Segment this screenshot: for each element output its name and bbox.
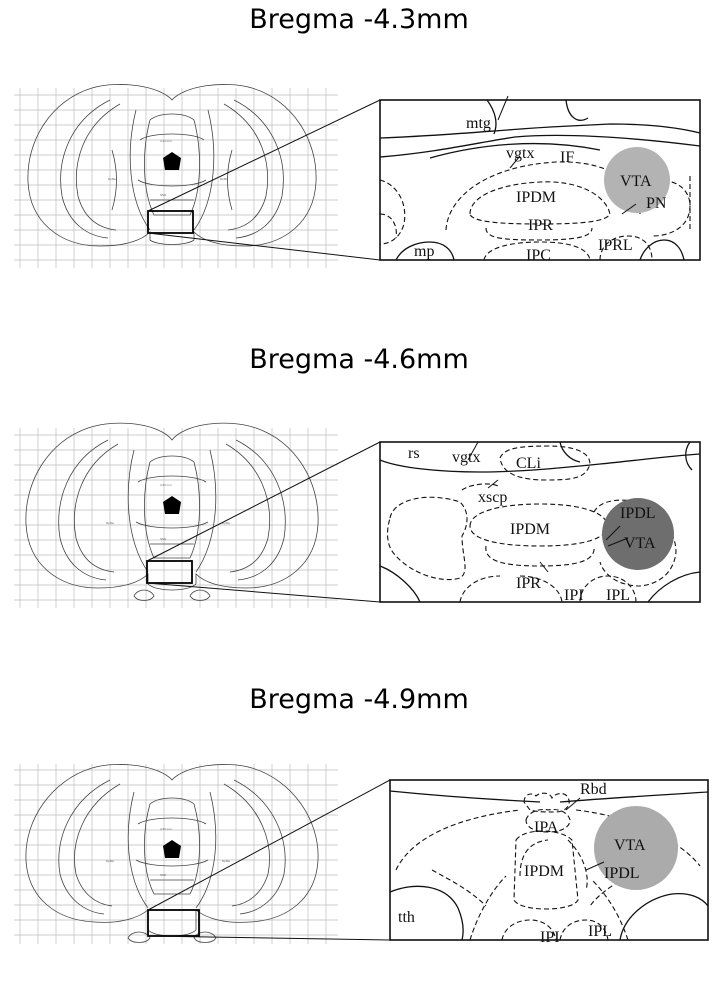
- region-label: IPDM: [516, 189, 556, 206]
- region-label: mtg: [466, 115, 491, 132]
- region-label: IPL: [606, 587, 630, 604]
- region-label: IPR: [516, 575, 541, 592]
- lesion-vta: [594, 806, 678, 890]
- aqueduct-marker: [163, 496, 181, 514]
- region-label: IPA: [534, 819, 559, 836]
- panel-bregma-4-3: Bregma -4.3mm: [0, 0, 718, 320]
- zoom-box: Rbd IPA VTA IPDM IPDL tth IPI IPL: [389, 779, 709, 946]
- atlas-grid: [14, 88, 338, 268]
- region-label: IF: [560, 149, 574, 166]
- panel-bregma-4-9: Bregma -4.9mm: [0, 680, 718, 1000]
- atlas-grid: [14, 428, 338, 608]
- region-label: IPC: [526, 247, 551, 264]
- aqueduct-marker: [163, 152, 181, 170]
- region-label: rs: [408, 445, 420, 462]
- region-label: VTA: [614, 837, 646, 854]
- svg-text:4.30 mm: 4.30 mm: [160, 139, 172, 143]
- lesion-vta: [604, 147, 670, 213]
- svg-text:DpMe: DpMe: [106, 521, 114, 525]
- region-label: PN: [646, 195, 667, 212]
- region-label: IPDL: [604, 865, 640, 882]
- svg-text:4.90 mm: 4.90 mm: [160, 827, 172, 831]
- inset-marker: [146, 560, 193, 584]
- svg-text:DpMe: DpMe: [108, 177, 116, 181]
- region-label: Rbd: [580, 781, 607, 798]
- region-label: IPDL: [620, 505, 656, 522]
- zoom-box: mtg vgtx IF VTA PN IPDM IPR IPRL mp IPC: [379, 95, 701, 264]
- region-label: IPI: [564, 587, 584, 604]
- region-label: vgtx: [506, 145, 534, 162]
- atlas-grid: [14, 764, 338, 944]
- svg-text:SNR: SNR: [160, 873, 167, 877]
- region-label: VTA: [620, 173, 652, 190]
- panel-title: Bregma -4.9mm: [249, 684, 469, 715]
- region-label: IPL: [588, 923, 612, 940]
- svg-text:DpMe: DpMe: [222, 521, 230, 525]
- region-label: IPI: [540, 929, 560, 946]
- region-label: CLi: [516, 455, 541, 472]
- region-label: IPDM: [524, 863, 564, 880]
- region-label: IPRL: [598, 237, 633, 254]
- svg-text:DpMe: DpMe: [106, 859, 114, 863]
- panel-title: Bregma -4.6mm: [249, 344, 469, 375]
- inset-marker: [147, 909, 200, 937]
- svg-text:SNR: SNR: [160, 537, 167, 541]
- svg-text:4.60 mm: 4.60 mm: [160, 483, 172, 487]
- panel-bregma-4-6: Bregma -4.6mm: [0, 340, 718, 660]
- aqueduct-marker: [163, 840, 181, 858]
- region-label: mp: [414, 243, 434, 260]
- lesion-vta: [602, 498, 674, 570]
- zoom-box: rs vgtx CLi xscp IPDM IPDL VTA IPR IPI I…: [379, 441, 701, 604]
- panel-title: Bregma -4.3mm: [249, 4, 469, 35]
- region-label: xscp: [478, 489, 507, 506]
- svg-text:DpMe: DpMe: [220, 177, 228, 181]
- region-label: IPR: [528, 217, 553, 234]
- svg-text:SNR: SNR: [160, 193, 167, 197]
- region-label: IPDM: [510, 521, 550, 538]
- svg-text:DpMe: DpMe: [222, 859, 230, 863]
- region-label: vgtx: [452, 449, 480, 466]
- inset-marker: [147, 210, 194, 234]
- region-label: VTA: [624, 535, 656, 552]
- region-label: tth: [398, 909, 415, 926]
